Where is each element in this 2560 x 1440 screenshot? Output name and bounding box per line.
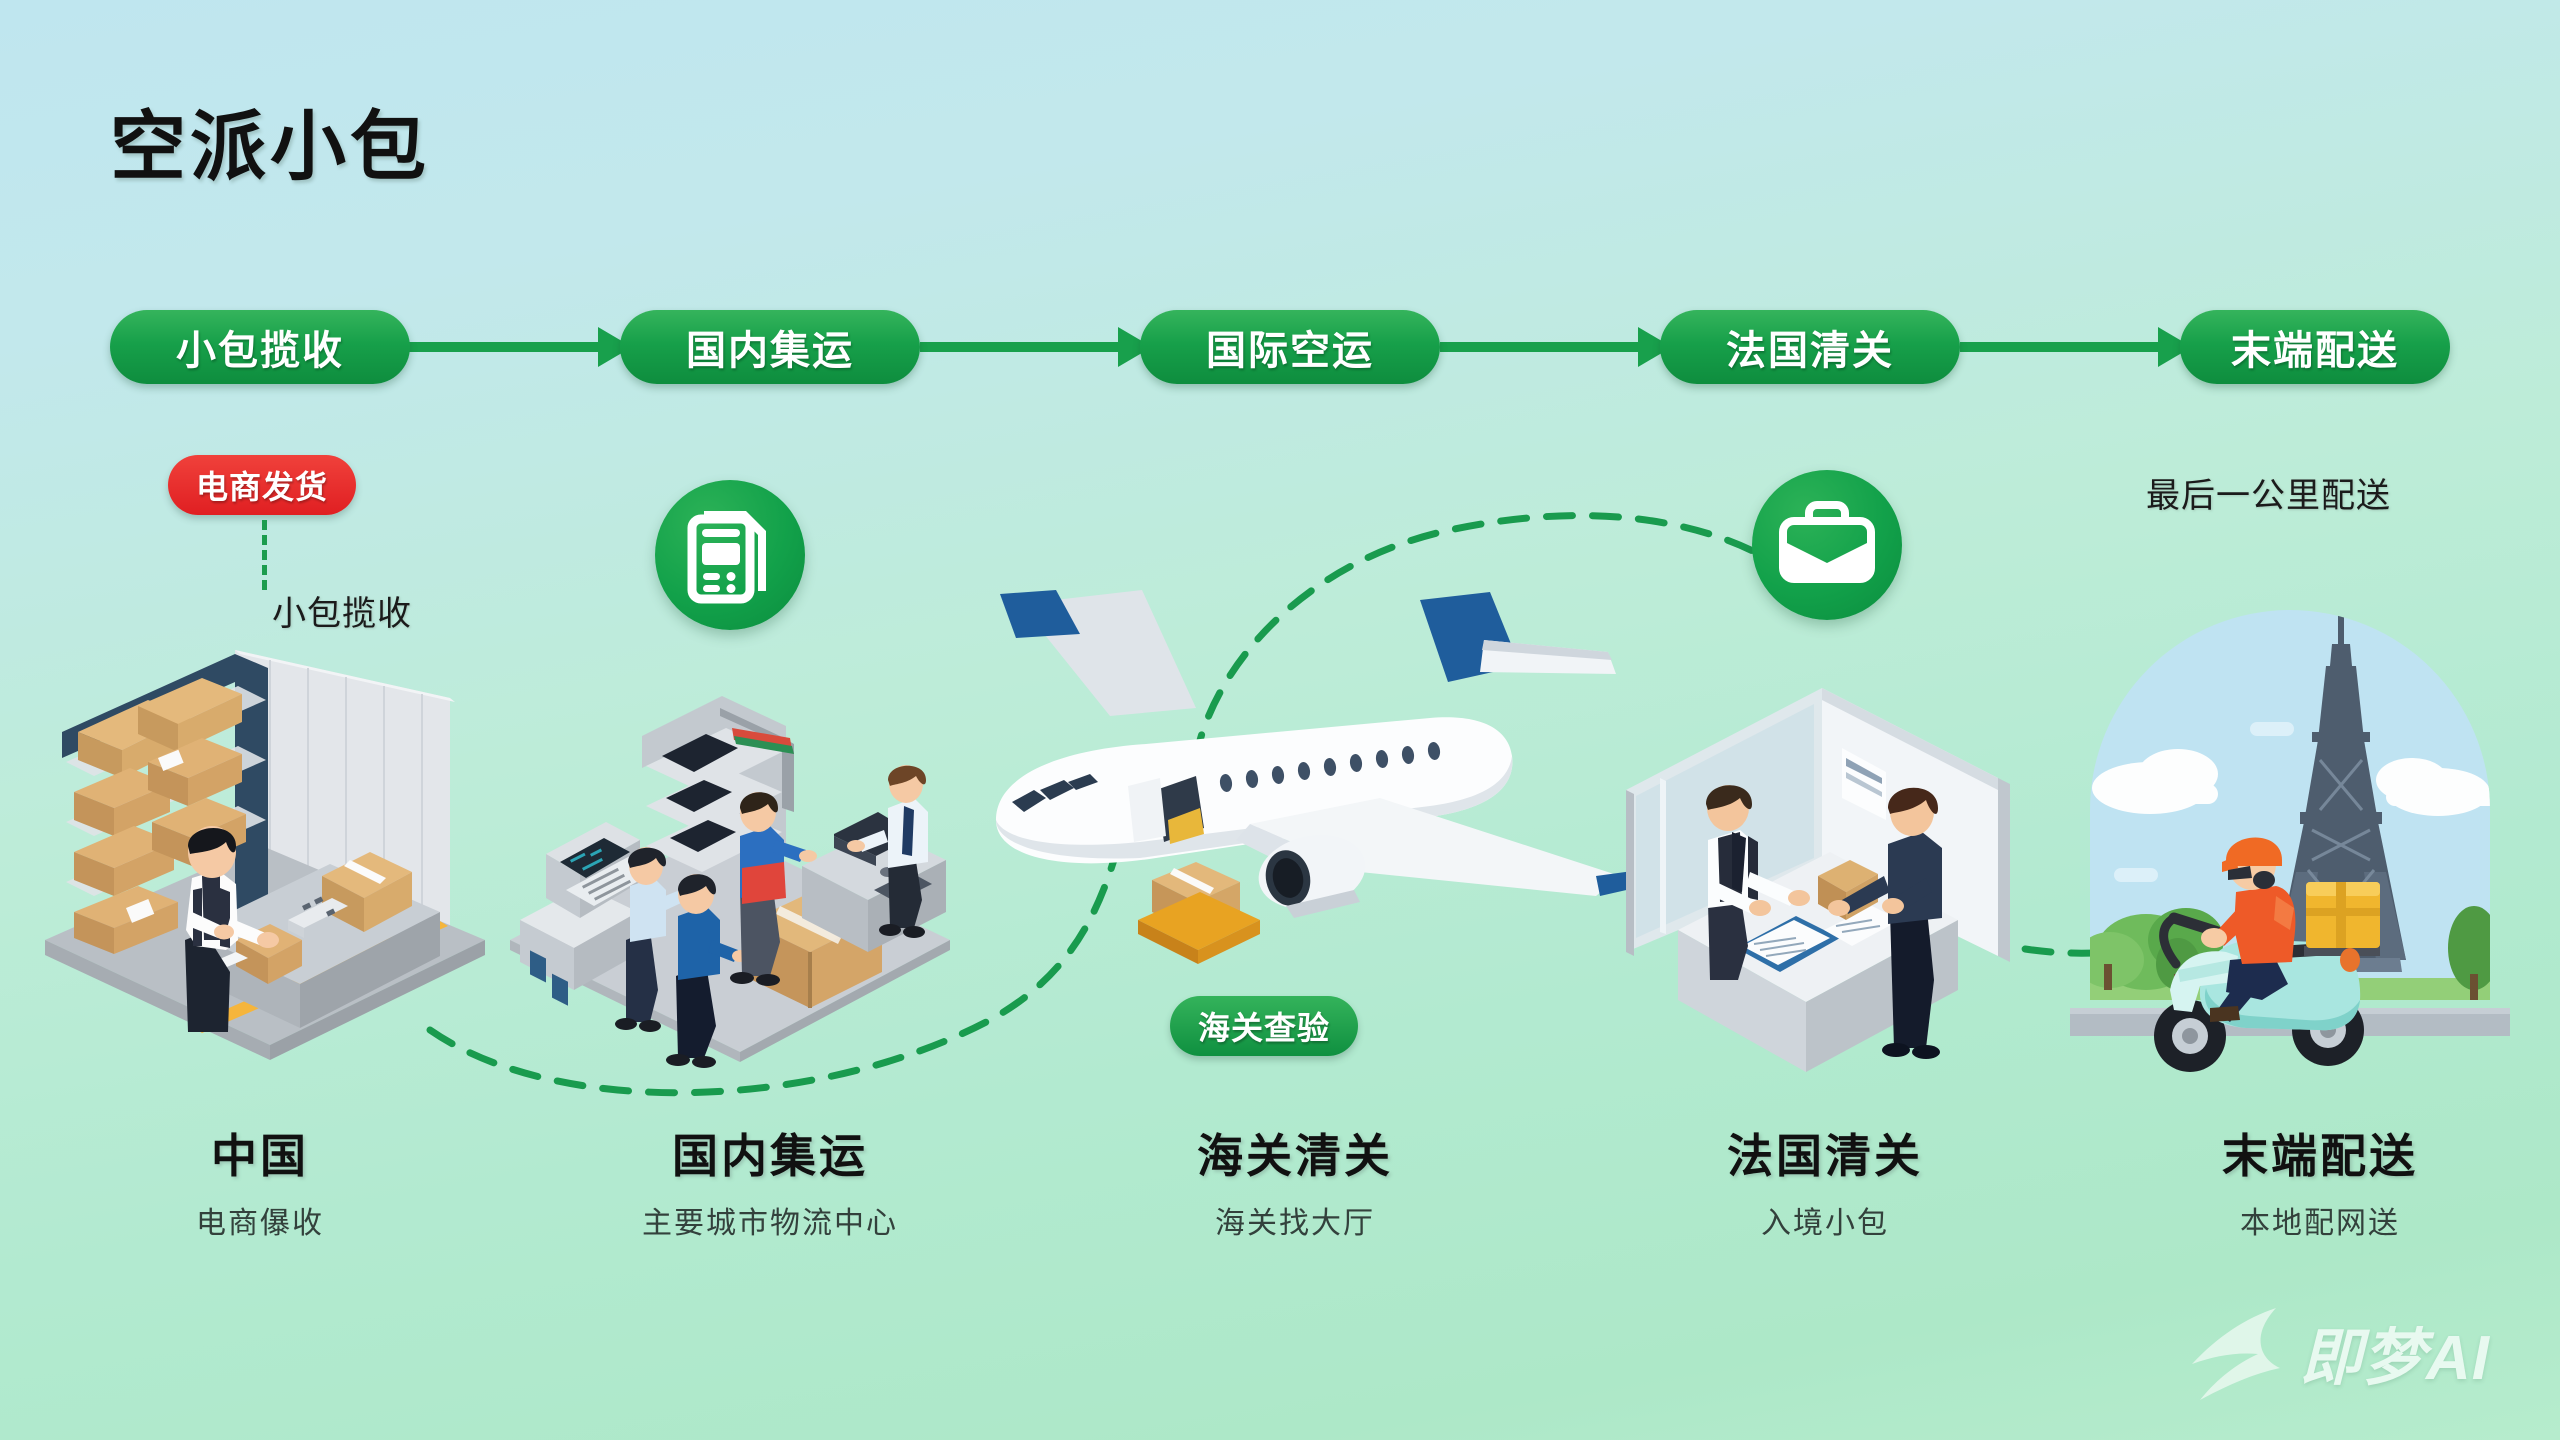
stage-label-4-subtitle: 入境小包 <box>1761 1207 1889 1240</box>
badge-ecommerce-shipping[interactable]: 电商发货 <box>168 455 357 515</box>
process-flow-bar: 小包揽收 国内集运 国际空运 法国清关 末端配送 <box>0 310 2560 420</box>
stage-label-5: 末端配送 本地配网送 <box>2125 1120 2515 1242</box>
watermark: 即梦AI <box>2174 1302 2490 1402</box>
stage-label-3: 海关清关 海关找大厅 <box>1100 1120 1490 1242</box>
customs-office-scene <box>1600 680 2020 1080</box>
flow-step-5-label: 末端配送 <box>2231 329 2399 373</box>
flow-connector-4 <box>1960 342 2160 352</box>
page-title: 空派小包 <box>110 105 430 190</box>
flow-step-1-label: 小包揽收 <box>176 329 344 373</box>
stage-label-2-title: 国内集运 <box>672 1130 868 1182</box>
watermark-text: 即梦AI <box>2299 1324 2490 1393</box>
stage-label-1: 中国 电商儤收 <box>75 1120 445 1242</box>
airplane-scene <box>960 590 1660 1010</box>
stage-label-5-title: 末端配送 <box>2222 1130 2418 1182</box>
flow-step-2-label: 国内集运 <box>686 329 854 373</box>
flow-step-3-label: 国际空运 <box>1206 329 1374 373</box>
flow-step-5[interactable]: 末端配送 <box>2180 310 2450 384</box>
annotation-pickup-note: 小包揽收 <box>272 595 412 633</box>
customs-suitcase-icon-glyph <box>1779 501 1875 583</box>
logistics-center-scene <box>490 690 980 1070</box>
dotted-connector-pickup <box>262 520 267 590</box>
paris-delivery-scene <box>2050 560 2530 1080</box>
document-form-icon <box>655 480 805 630</box>
badge-customs-inspection[interactable]: 海关查验 <box>1170 996 1359 1056</box>
badge-customs-inspection-label: 海关查验 <box>1198 1010 1331 1046</box>
flow-connector-2 <box>920 342 1120 352</box>
flow-step-2[interactable]: 国内集运 <box>620 310 920 384</box>
badge-ecommerce-shipping-label: 电商发货 <box>196 469 329 505</box>
stage-label-3-title: 海关清关 <box>1197 1130 1393 1182</box>
flow-step-1[interactable]: 小包揽收 <box>110 310 410 384</box>
flow-step-4[interactable]: 法国清关 <box>1660 310 1960 384</box>
flow-step-3[interactable]: 国际空运 <box>1140 310 1440 384</box>
stage-label-1-title: 中国 <box>211 1130 309 1182</box>
warehouse-scene <box>30 640 500 1090</box>
stage-label-5-subtitle: 本地配网送 <box>2240 1207 2400 1240</box>
stage-label-2-subtitle: 主要城市物流中心 <box>642 1207 898 1240</box>
flow-connector-3 <box>1440 342 1640 352</box>
stage-label-1-subtitle: 电商儤收 <box>196 1207 324 1240</box>
stage-label-4-title: 法国清关 <box>1727 1130 1923 1182</box>
stage-label-3-subtitle: 海关找大厅 <box>1215 1207 1375 1240</box>
sparkle-star-icon <box>2191 1308 2280 1400</box>
stage-label-4: 法国清关 入境小包 <box>1630 1120 2020 1242</box>
document-form-icon-glyph <box>687 511 766 604</box>
customs-suitcase-icon <box>1752 470 1902 620</box>
annotation-last-mile: 最后一公里配送 <box>2146 477 2391 515</box>
flow-step-4-label: 法国清关 <box>1726 329 1894 373</box>
stage-label-2: 国内集运 主要城市物流中心 <box>575 1120 965 1242</box>
flow-connector-1 <box>400 342 600 352</box>
